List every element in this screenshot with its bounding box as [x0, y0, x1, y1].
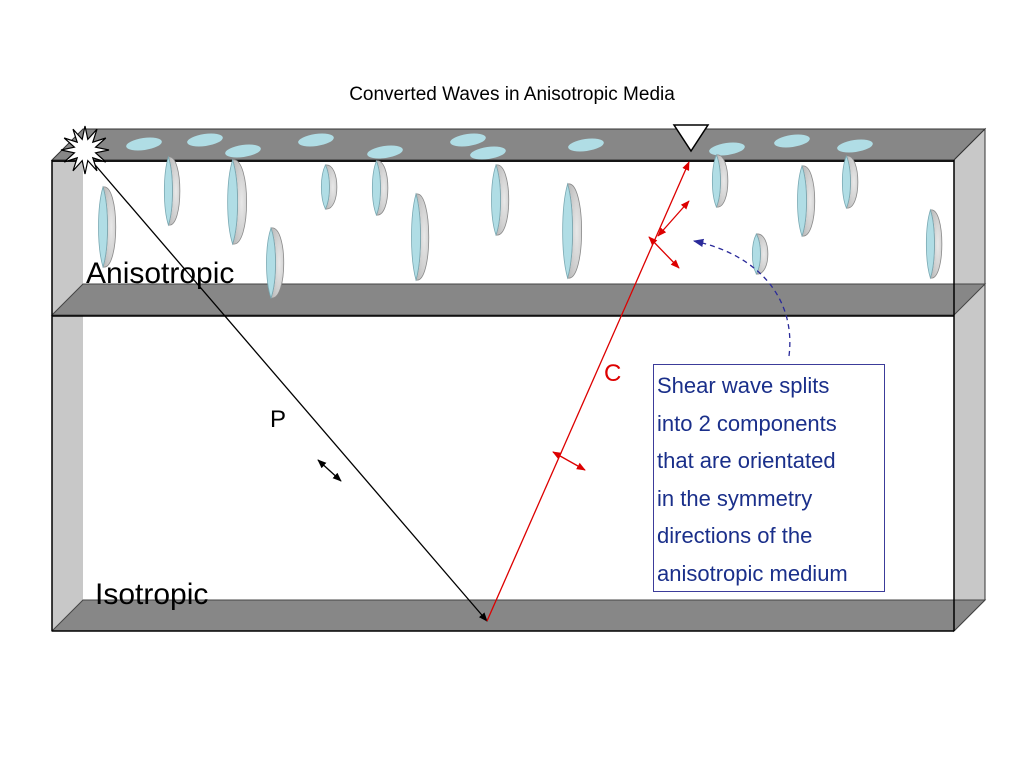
- vertical-crack: [371, 159, 389, 217]
- callout-line: directions of the: [657, 523, 813, 548]
- vertical-cracks: [98, 153, 943, 300]
- inverted-triangle-receiver-icon: [672, 124, 710, 153]
- diagram-title: Converted Waves in Anisotropic Media: [349, 84, 675, 105]
- callout-line: in the symmetry: [657, 485, 813, 511]
- surface-crack: [470, 146, 506, 160]
- surface-crack: [568, 138, 604, 152]
- callout-line: into 2 components: [657, 410, 837, 436]
- surface-cracks: [126, 133, 873, 160]
- surface-crack: [450, 133, 486, 147]
- left-wall-lower: [52, 316, 83, 631]
- vertical-crack: [98, 185, 117, 269]
- explosion-star-icon: [60, 125, 110, 175]
- anisotropic-layer-label: Anisotropic: [86, 257, 235, 290]
- surface-crack: [187, 133, 223, 147]
- vertical-crack: [797, 164, 816, 238]
- c-wave-label: C: [604, 360, 622, 387]
- vertical-crack: [411, 192, 430, 282]
- callout-line: anisotropic medium: [657, 560, 848, 586]
- vertical-crack: [925, 208, 943, 280]
- vertical-crack: [227, 158, 248, 246]
- vertical-crack: [164, 155, 181, 227]
- surface-crack: [709, 142, 745, 156]
- vertical-crack: [266, 226, 285, 300]
- split-shear-component-2: [648, 236, 680, 269]
- callout-line: Shear wave splits: [657, 373, 830, 398]
- surface-crack: [126, 137, 162, 151]
- vertical-crack: [491, 163, 510, 237]
- shear-wave-callout: Shear wave splits into 2 components that…: [653, 364, 885, 592]
- surface-crack: [774, 134, 810, 148]
- interface-slab: [50, 283, 987, 316]
- surface-crack: [367, 145, 403, 159]
- p-wave-label: P: [270, 406, 287, 433]
- split-shear-component-1: [657, 200, 690, 237]
- vertical-crack: [841, 154, 859, 210]
- vertical-crack: [562, 182, 583, 280]
- vertical-crack: [751, 233, 769, 275]
- callout-pointer-arrow: [692, 238, 791, 357]
- p-wave-ray: [83, 151, 488, 622]
- right-side-face: [953, 127, 986, 633]
- c-wave-particle-motion: [552, 451, 586, 471]
- surface-crack: [225, 144, 261, 158]
- surface-crack: [298, 133, 334, 147]
- isotropic-layer-label: Isotropic: [95, 578, 209, 611]
- vertical-crack: [711, 153, 729, 209]
- vertical-crack: [320, 164, 338, 210]
- surface-crack: [837, 139, 873, 153]
- callout-line: that are orientated: [657, 448, 836, 473]
- left-wall-upper: [52, 162, 83, 315]
- p-wave-particle-motion: [317, 459, 342, 482]
